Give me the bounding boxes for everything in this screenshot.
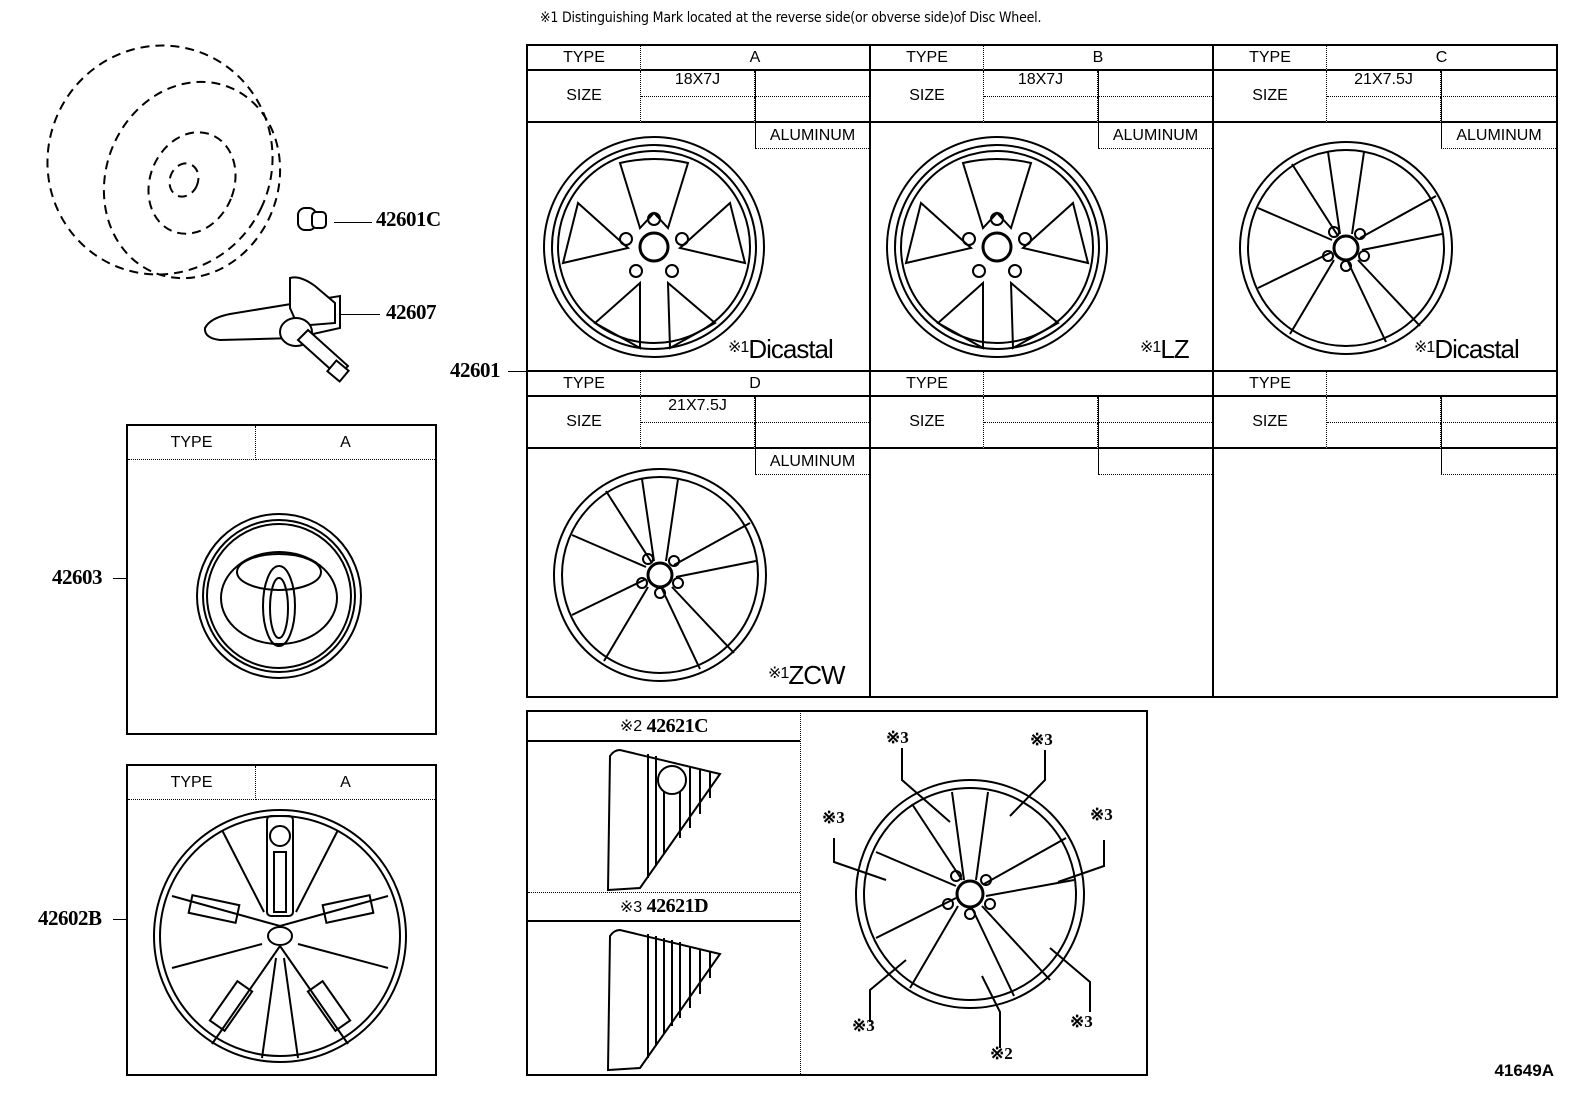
leader-disc-wheel	[508, 371, 526, 372]
callout-insert-d: ※3	[852, 1016, 875, 1035]
callout-insert-d: ※3	[886, 728, 909, 747]
toyota-emblem-icon	[196, 513, 362, 679]
footnote: ※1 Distinguishing Mark located at the re…	[540, 10, 1042, 26]
type-value	[984, 372, 1212, 397]
size-blank	[1441, 423, 1556, 449]
part-number-valve: 42601C	[376, 207, 441, 231]
size-value	[1327, 397, 1441, 423]
distinguishing-mark: ※1LZ	[1140, 334, 1190, 364]
disc-wheel-outline-icon	[46, 44, 282, 280]
type-value: D	[641, 372, 869, 397]
callout-insert-c: ※2	[990, 1044, 1013, 1063]
size-blank	[755, 423, 869, 449]
leader-wheel-cap	[113, 919, 127, 920]
part-number-wheel-cap: 42602B	[38, 906, 102, 930]
valve-icon	[297, 207, 327, 231]
part-number-tpms-sensor: 42607	[386, 300, 437, 324]
type-label: TYPE	[871, 372, 984, 397]
callout-insert-d: ※3	[1030, 730, 1053, 749]
type-value: C	[1327, 46, 1556, 71]
size-blank	[755, 97, 869, 123]
divider	[800, 710, 801, 1076]
distinguishing-mark: ※1ZCW	[768, 660, 846, 690]
leader-valve	[334, 222, 372, 223]
divider	[526, 370, 1558, 372]
type-label: TYPE	[128, 766, 256, 800]
size-label: SIZE	[1214, 397, 1327, 449]
leader-tpms	[340, 314, 380, 315]
multi-spoke-wheel-icon	[553, 468, 767, 682]
size-extra	[1441, 397, 1556, 423]
size-value: 21X7.5J	[641, 397, 755, 423]
center-cap-table	[126, 424, 437, 735]
multi-spoke-wheel-icon	[1239, 141, 1453, 355]
distinguishing-mark: ※1Dicastal	[728, 334, 834, 364]
size-label: SIZE	[528, 71, 641, 123]
size-extra	[1098, 397, 1212, 423]
material-label: ALUMINUM	[1098, 123, 1212, 149]
size-blank	[1327, 423, 1441, 449]
size-blank	[1098, 423, 1212, 449]
wheel-insert-locations-icon	[855, 779, 1085, 1009]
material-label: ALUMINUM	[755, 449, 869, 475]
size-extra	[1098, 71, 1212, 97]
size-blank	[1441, 97, 1556, 123]
type-label: TYPE	[528, 372, 641, 397]
tpms-sensor-icon	[203, 276, 351, 383]
size-blank	[641, 423, 755, 449]
type-label: TYPE	[1214, 372, 1327, 397]
part-number-center-cap: 42603	[52, 565, 103, 589]
size-label: SIZE	[871, 397, 984, 449]
illustration-code: 41649A	[1494, 1061, 1554, 1080]
material-label: ALUMINUM	[1441, 123, 1556, 149]
leader-center-cap	[113, 578, 127, 579]
five-spoke-wheel-icon	[543, 136, 765, 358]
type-label: TYPE	[528, 46, 641, 71]
size-value: 21X7.5J	[1327, 71, 1441, 97]
distinguishing-mark: ※1Dicastal	[1414, 334, 1520, 364]
size-blank	[984, 423, 1098, 449]
size-extra	[755, 397, 869, 423]
wheel-cap-table	[126, 764, 437, 1076]
callout-insert-d: ※3	[1070, 1012, 1093, 1031]
callout-insert-d: ※3	[822, 808, 845, 827]
size-blank	[984, 97, 1098, 123]
callout-leaders	[833, 748, 1105, 1048]
insert-c-header: ※2 42621C	[528, 712, 800, 742]
type-label: TYPE	[871, 46, 984, 71]
size-value: 18X7J	[641, 71, 755, 97]
material-blank	[1441, 449, 1556, 475]
part-number-disc-wheel: 42601	[450, 358, 501, 382]
ornament-insert-c-icon	[606, 748, 722, 892]
material-blank	[1098, 449, 1212, 475]
type-value: A	[256, 426, 435, 460]
size-blank	[1327, 97, 1441, 123]
size-extra	[755, 71, 869, 97]
wheel-cap-icon	[153, 809, 407, 1063]
size-value: 18X7J	[984, 71, 1098, 97]
type-label: TYPE	[1214, 46, 1327, 71]
five-spoke-wheel-icon	[886, 136, 1108, 358]
size-value	[984, 397, 1098, 423]
size-blank	[641, 97, 755, 123]
size-label: SIZE	[1214, 71, 1327, 123]
type-value: A	[641, 46, 869, 71]
material-label: ALUMINUM	[755, 123, 869, 149]
type-value	[1327, 372, 1556, 397]
ornament-insert-d-icon	[606, 928, 722, 1072]
size-label: SIZE	[871, 71, 984, 123]
callout-insert-d: ※3	[1090, 805, 1113, 824]
type-value: B	[984, 46, 1212, 71]
size-extra	[1441, 71, 1556, 97]
size-blank	[1098, 97, 1212, 123]
type-value: A	[256, 766, 435, 800]
insert-d-header: ※3 42621D	[528, 892, 800, 922]
ornament-insert-table	[526, 710, 1148, 1076]
type-label: TYPE	[128, 426, 256, 460]
size-label: SIZE	[528, 397, 641, 449]
